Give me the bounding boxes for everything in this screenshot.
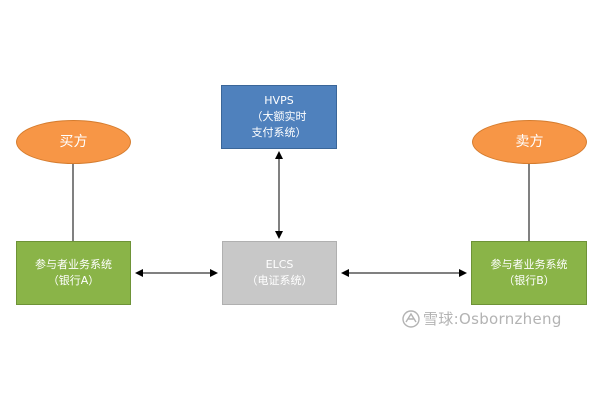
hvps-subtitle-line1: （大额实时 [251,110,307,123]
seller-node: 卖方 [472,120,587,164]
buyer-label: 买方 [59,134,88,150]
bank-a-node: 参与者业务系统 （银行A） [16,241,131,305]
bank-a-subtitle: （银行A） [47,274,100,287]
elcs-title: ELCS [265,258,294,271]
hvps-subtitle-line2: 支付系统） [251,126,307,139]
hvps-title: HVPS [264,94,294,107]
watermark-brand: 雪球 [423,310,454,328]
elcs-node: ELCS （电证系统） [222,241,337,305]
watermark-separator: : [453,309,459,328]
watermark: 雪球 : Osbornzheng [402,308,562,329]
bank-b-node: 参与者业务系统 （银行B） [471,241,587,305]
bank-b-title: 参与者业务系统 [490,258,568,271]
elcs-subtitle: （电证系统） [246,274,313,287]
watermark-author: Osbornzheng [458,309,562,328]
bank-b-subtitle: （银行B） [503,274,555,287]
seller-label: 卖方 [515,134,544,150]
bank-a-title: 参与者业务系统 [35,258,112,271]
buyer-node: 买方 [16,120,131,164]
hvps-node: HVPS （大额实时 支付系统） [221,85,337,149]
snowball-logo-icon [402,309,420,328]
